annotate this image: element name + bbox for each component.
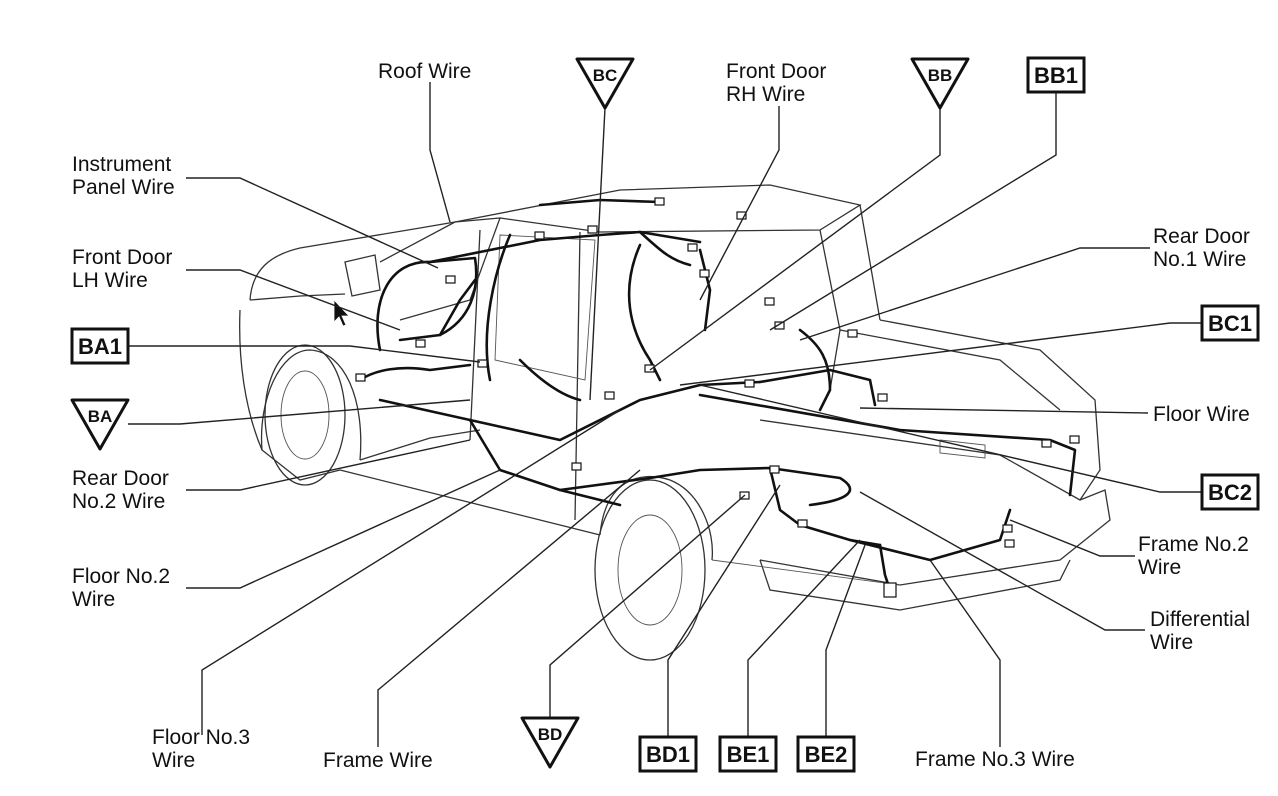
code-ba-text: BA bbox=[88, 407, 113, 426]
code-box-ba1: BA1 bbox=[70, 327, 130, 365]
code-bc-text: BC bbox=[593, 66, 618, 85]
code-triangle-bb: BB bbox=[910, 57, 970, 110]
label-rear-door-no2-line1: Rear Door bbox=[72, 467, 169, 490]
code-box-bc1: BC1 bbox=[1200, 304, 1260, 342]
label-front-door-lh-line2: LH Wire bbox=[72, 269, 148, 292]
code-box-bd1: BD1 bbox=[638, 735, 698, 773]
wire-labels: Roof Wire Front Door RH Wire Instrument … bbox=[72, 60, 1250, 772]
code-box-be2: BE2 bbox=[796, 735, 856, 773]
label-frame-no3-wire: Frame No.3 Wire bbox=[915, 748, 1075, 771]
truck-outline bbox=[239, 184, 1111, 661]
label-frame-no2-line2: Wire bbox=[1138, 556, 1181, 579]
label-rear-door-no2-line2: No.2 Wire bbox=[72, 490, 165, 513]
wire-harness-network bbox=[358, 198, 1077, 592]
connectors bbox=[355, 197, 1080, 598]
code-be1-text: BE1 bbox=[727, 742, 770, 767]
code-bb-text: BB bbox=[928, 66, 953, 85]
code-be2-text: BE2 bbox=[805, 742, 848, 767]
label-frame-no2-line1: Frame No.2 bbox=[1138, 533, 1249, 556]
label-front-door-lh-line1: Front Door bbox=[72, 246, 172, 269]
code-triangle-ba: BA bbox=[70, 398, 130, 451]
label-front-door-rh-line2: RH Wire bbox=[726, 83, 805, 106]
code-box-bc2: BC2 bbox=[1200, 473, 1260, 511]
label-frame-wire: Frame Wire bbox=[323, 749, 433, 772]
label-floor-no3-line1: Floor No.3 bbox=[152, 726, 250, 749]
label-front-door-rh-line1: Front Door bbox=[726, 60, 826, 83]
mouse-cursor-icon bbox=[333, 298, 350, 327]
code-bd1-text: BD1 bbox=[646, 742, 690, 767]
code-triangle-bd: BD bbox=[520, 716, 580, 769]
label-differential-line2: Wire bbox=[1150, 631, 1193, 654]
label-differential-line1: Differential bbox=[1150, 608, 1250, 631]
label-rear-door-no1-line1: Rear Door bbox=[1153, 225, 1250, 248]
label-floor-no3-line2: Wire bbox=[152, 749, 195, 772]
code-bb1-text: BB1 bbox=[1034, 63, 1078, 88]
label-rear-door-no1-line2: No.1 Wire bbox=[1153, 248, 1246, 271]
label-floor-wire: Floor Wire bbox=[1153, 403, 1250, 426]
code-triangle-bc: BC bbox=[575, 57, 635, 110]
leader-lines bbox=[128, 82, 1202, 747]
code-box-bb1: BB1 bbox=[1026, 56, 1086, 94]
boxed-codes: BB1 BA1 BC1 BC2 BD1 BE1 BE2 bbox=[70, 56, 1260, 773]
label-instrument-panel-line2: Panel Wire bbox=[72, 176, 175, 199]
code-bc2-text: BC2 bbox=[1208, 480, 1252, 505]
label-floor-no2-line1: Floor No.2 bbox=[72, 565, 170, 588]
code-ba1-text: BA1 bbox=[78, 334, 122, 359]
triangle-codes: BC BB BA BD bbox=[70, 57, 970, 769]
code-bc1-text: BC1 bbox=[1208, 311, 1252, 336]
label-instrument-panel-line1: Instrument bbox=[72, 153, 171, 176]
label-roof-wire: Roof Wire bbox=[378, 60, 471, 83]
code-box-be1: BE1 bbox=[718, 735, 778, 773]
code-bd-text: BD bbox=[538, 725, 563, 744]
label-floor-no2-line2: Wire bbox=[72, 588, 115, 611]
